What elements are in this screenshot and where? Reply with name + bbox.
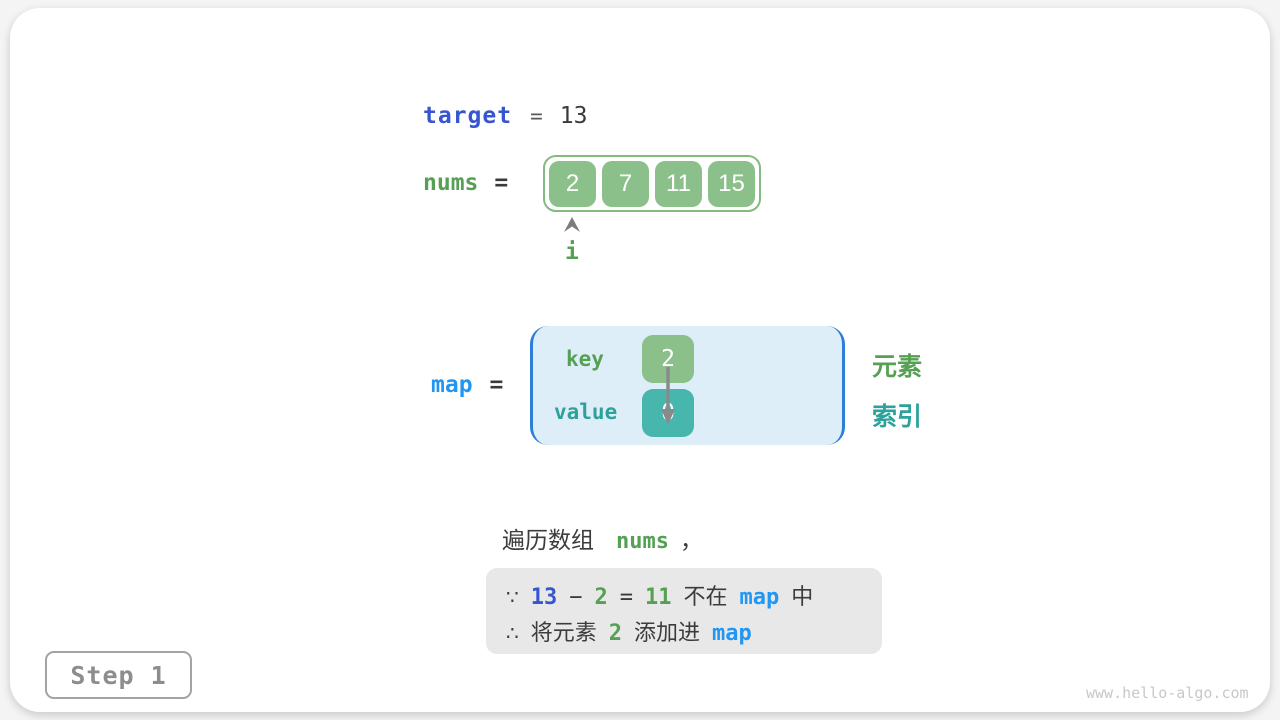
note-text: 中: [791, 584, 814, 609]
equals-sign: =: [494, 170, 509, 196]
index-annotation: 索引: [872, 403, 923, 431]
note-map-code: map: [712, 621, 752, 646]
note-line-1: ∵ 13 − 2 = 11 不在 map 中: [506, 579, 882, 611]
array-cell: 7: [602, 160, 649, 207]
step-badge: Step 1: [45, 651, 192, 699]
key-label: key: [566, 347, 604, 371]
caption-nums-code: nums: [616, 529, 669, 554]
note-map-code: map: [739, 585, 780, 610]
equals-sign: =: [619, 585, 633, 610]
minus-sign: −: [569, 585, 583, 610]
note-difference-value: 11: [644, 585, 672, 610]
array-cell: 2: [549, 160, 596, 207]
map-assignment: map =: [431, 372, 503, 398]
map-variable: map: [431, 372, 473, 398]
note-target-value: 13: [530, 585, 558, 610]
index-pointer-label: i: [565, 239, 579, 265]
element-annotation: 元素: [872, 353, 923, 381]
diagram-card: target = 13 nums = 2 7 11 15 i map = key…: [10, 8, 1270, 712]
target-value: 13: [559, 103, 588, 129]
note-text: 不在: [683, 584, 728, 609]
note-text: 添加进: [634, 620, 701, 645]
therefore-symbol: ∴: [506, 623, 519, 645]
caption-text: 遍历数组: [502, 527, 594, 553]
equals-sign: =: [489, 372, 504, 398]
note-element-value: 2: [594, 585, 608, 610]
caption-line: 遍历数组 nums ，: [502, 521, 703, 555]
note-element-value: 2: [608, 621, 622, 646]
caret-up-icon: [564, 217, 580, 238]
array-cell: 15: [708, 160, 755, 207]
website-url: www.hello-algo.com: [1086, 684, 1249, 702]
target-variable: target: [423, 103, 513, 129]
array-cell: 11: [655, 160, 702, 207]
nums-array: 2 7 11 15: [543, 155, 761, 212]
value-label: value: [554, 400, 618, 424]
note-text: 将元素: [530, 620, 597, 645]
because-symbol: ∵: [506, 587, 519, 609]
equals-sign: =: [530, 104, 543, 128]
note-box: ∵ 13 − 2 = 11 不在 map 中 ∴ 将元素 2 添加进 map: [486, 568, 882, 654]
target-assignment: target = 13: [423, 103, 587, 129]
arrow-down-icon: [658, 365, 678, 432]
note-line-2: ∴ 将元素 2 添加进 map: [506, 615, 882, 647]
nums-assignment: nums =: [423, 170, 508, 196]
caption-comma: ，: [679, 527, 703, 553]
nums-variable: nums: [423, 170, 479, 196]
